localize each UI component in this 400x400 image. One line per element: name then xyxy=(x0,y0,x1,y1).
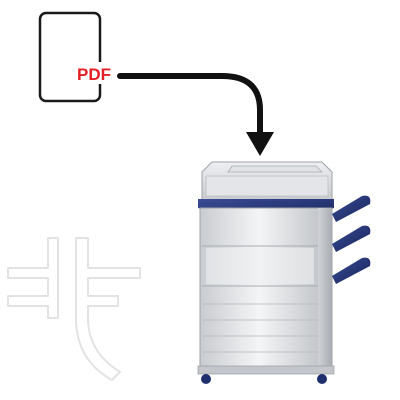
arrow-icon xyxy=(117,73,274,156)
printer-icon xyxy=(197,161,371,384)
document-icon xyxy=(38,11,112,103)
pdf-label: PDF xyxy=(77,65,111,84)
logo-watermark-icon xyxy=(7,237,141,381)
